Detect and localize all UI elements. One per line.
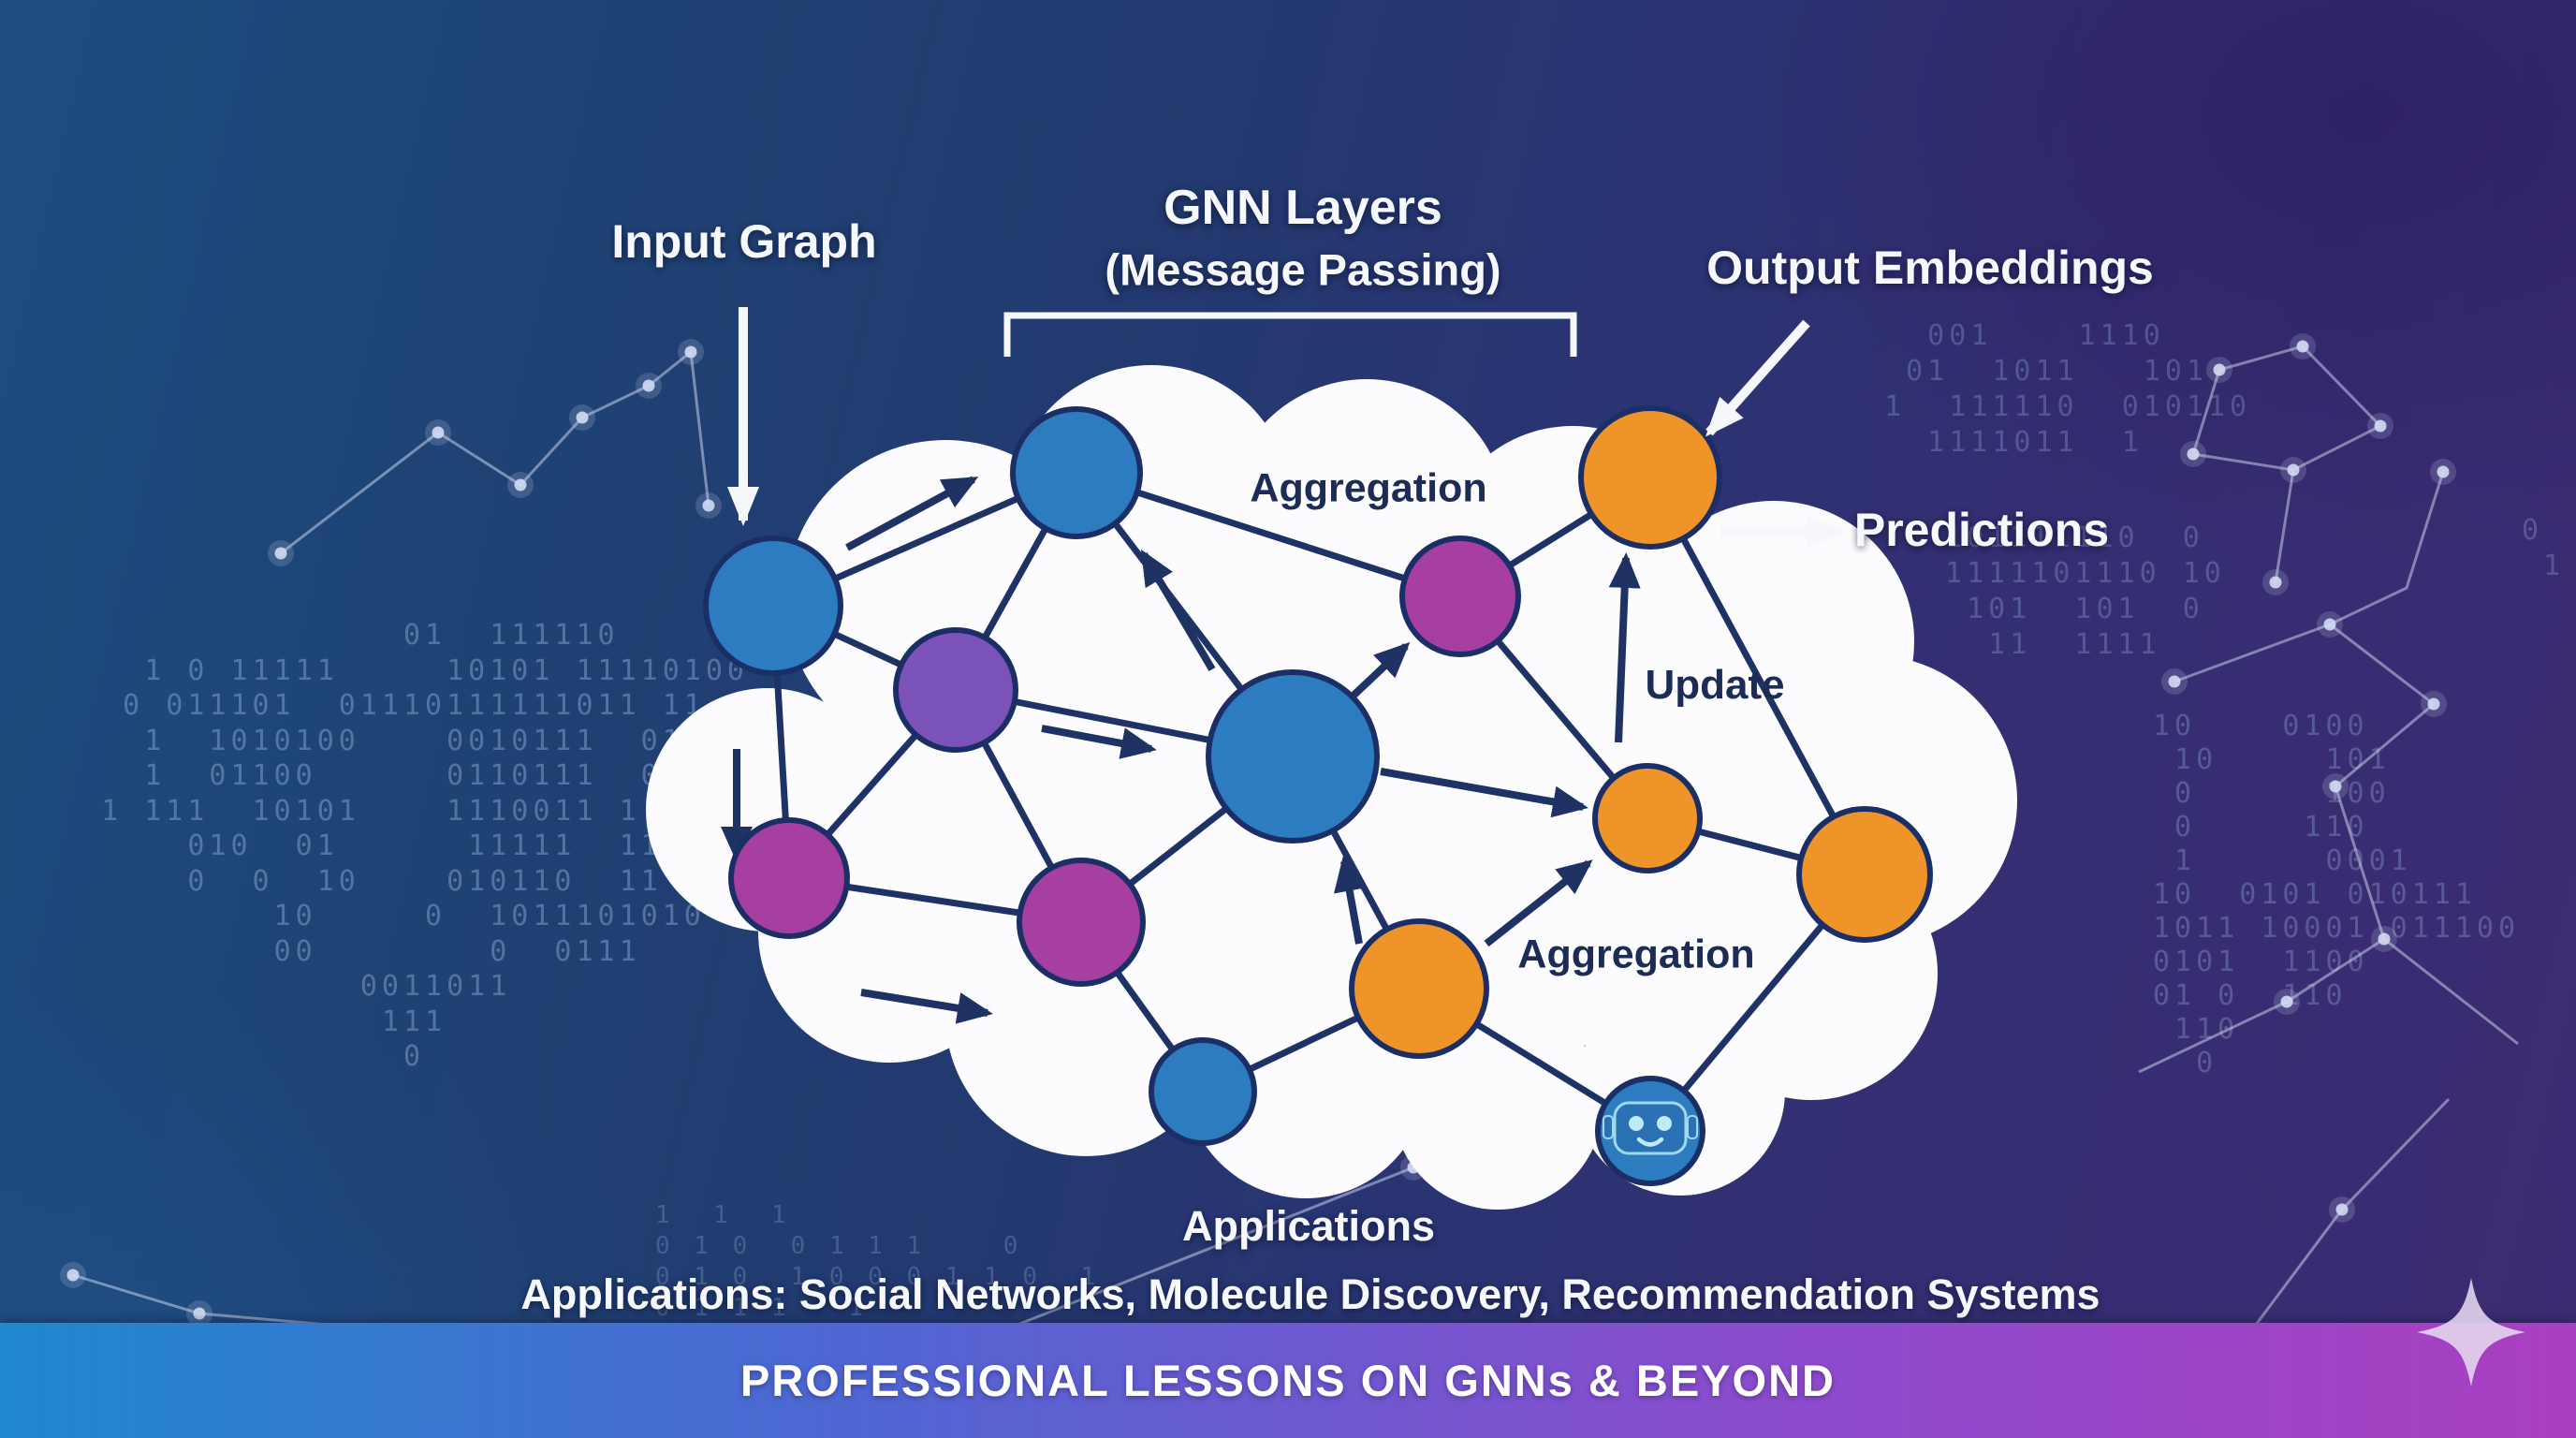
constellation-line (2383, 937, 2519, 1046)
constellation-dot (2168, 675, 2181, 688)
banner-title: PROFESSIONAL LESSONS ON GNNs & BEYOND (740, 1356, 1836, 1405)
gnn-layers-bracket (1003, 312, 1577, 357)
graph-node-orange-mid (1592, 763, 1703, 873)
constellation-line (2191, 345, 2383, 472)
annotation-arrow (1705, 319, 1810, 437)
constellation-dot (642, 379, 655, 392)
sparkle-icon (2417, 1278, 2525, 1387)
message-arrow (1333, 856, 1366, 945)
label-aggregation-top: Aggregation (1250, 465, 1487, 511)
graph-node-blue-big (1206, 669, 1380, 844)
constellation-line (689, 351, 710, 506)
constellation-dot (2296, 340, 2309, 353)
constellation-dot (274, 547, 287, 560)
label-applications-list: Applications: Social Networks, Molecule … (520, 1270, 2100, 1318)
footer-banner: PROFESSIONAL LESSONS ON GNNs & BEYOND (0, 1323, 2576, 1438)
label-input-graph: Input Graph (611, 215, 877, 268)
graph-edge (1647, 476, 1868, 876)
graph-node-blue-top (1010, 406, 1143, 539)
message-arrow (1380, 768, 1588, 818)
label-aggregation-bottom: Aggregation (1517, 932, 1755, 977)
message-arrow (1041, 725, 1157, 759)
label-gnn-layers: GNN Layers (1164, 181, 1442, 235)
constellation-layer (60, 333, 2519, 1352)
graph-edge (1075, 469, 1462, 600)
graph-node-orange-bottom (1349, 918, 1489, 1059)
label-output-embeddings: Output Embeddings (1706, 242, 2154, 294)
message-arrow (845, 476, 979, 551)
constellation-dot (514, 478, 527, 492)
constellation-dot (66, 1269, 80, 1282)
graph-node-magenta-mid (1017, 858, 1146, 987)
constellation-dot (193, 1307, 206, 1320)
binary-text-block: 1 1 1 0 1 0 0 1 1 1 0 0 1 0 1 0 0 0 1 1 … (655, 1201, 1101, 1322)
graph-node-magenta-left (728, 817, 850, 939)
binary-text-block: 0 1 (2522, 514, 2566, 582)
label-applications-title: Applications (1181, 1202, 1436, 1250)
label-predictions: Predictions (1853, 504, 2110, 556)
constellation-dot (2213, 363, 2226, 376)
constellation-line (280, 350, 692, 555)
annotation-layer (727, 307, 1846, 548)
constellation-line (2274, 469, 2295, 583)
constellation-dot (2437, 465, 2450, 478)
binary-text-block: 001 1110 01 1011 101 1 111110 010110 111… (1884, 319, 2252, 459)
graph-node-violet (893, 627, 1018, 753)
binary-text-block: 101111110 0 1111101110 10 101 101 0 11 1… (1945, 521, 2226, 661)
constellation-line (2138, 623, 2437, 1074)
graph-node-orange-top (1578, 405, 1722, 550)
constellation-dot (2427, 697, 2440, 711)
constellation-dot (2187, 448, 2200, 461)
graph-node-blue-left (703, 536, 843, 676)
constellation-line (2174, 471, 2445, 683)
graph-node-orange-right (1796, 806, 1933, 943)
constellation-dot (2335, 1203, 2349, 1216)
constellation-dot (576, 411, 589, 424)
label-update: Update (1645, 662, 1785, 708)
message-arrow (1140, 549, 1216, 672)
constellation-dot (432, 426, 445, 439)
message-arrow (1608, 552, 1641, 743)
constellation-dot (2374, 419, 2387, 433)
robot-icon (1603, 1101, 1698, 1155)
gnn-graph (703, 405, 1933, 1186)
graph-node-magenta-right (1399, 536, 1521, 657)
message-arrow (1484, 859, 1593, 947)
graph-node-blue-small (1149, 1037, 1257, 1146)
message-arrow (860, 989, 993, 1024)
constellation-dot (2329, 780, 2342, 793)
label-message-passing: (Message Passing) (1105, 244, 1501, 295)
constellation-dot (2269, 576, 2282, 589)
constellation-dot (2280, 995, 2293, 1008)
